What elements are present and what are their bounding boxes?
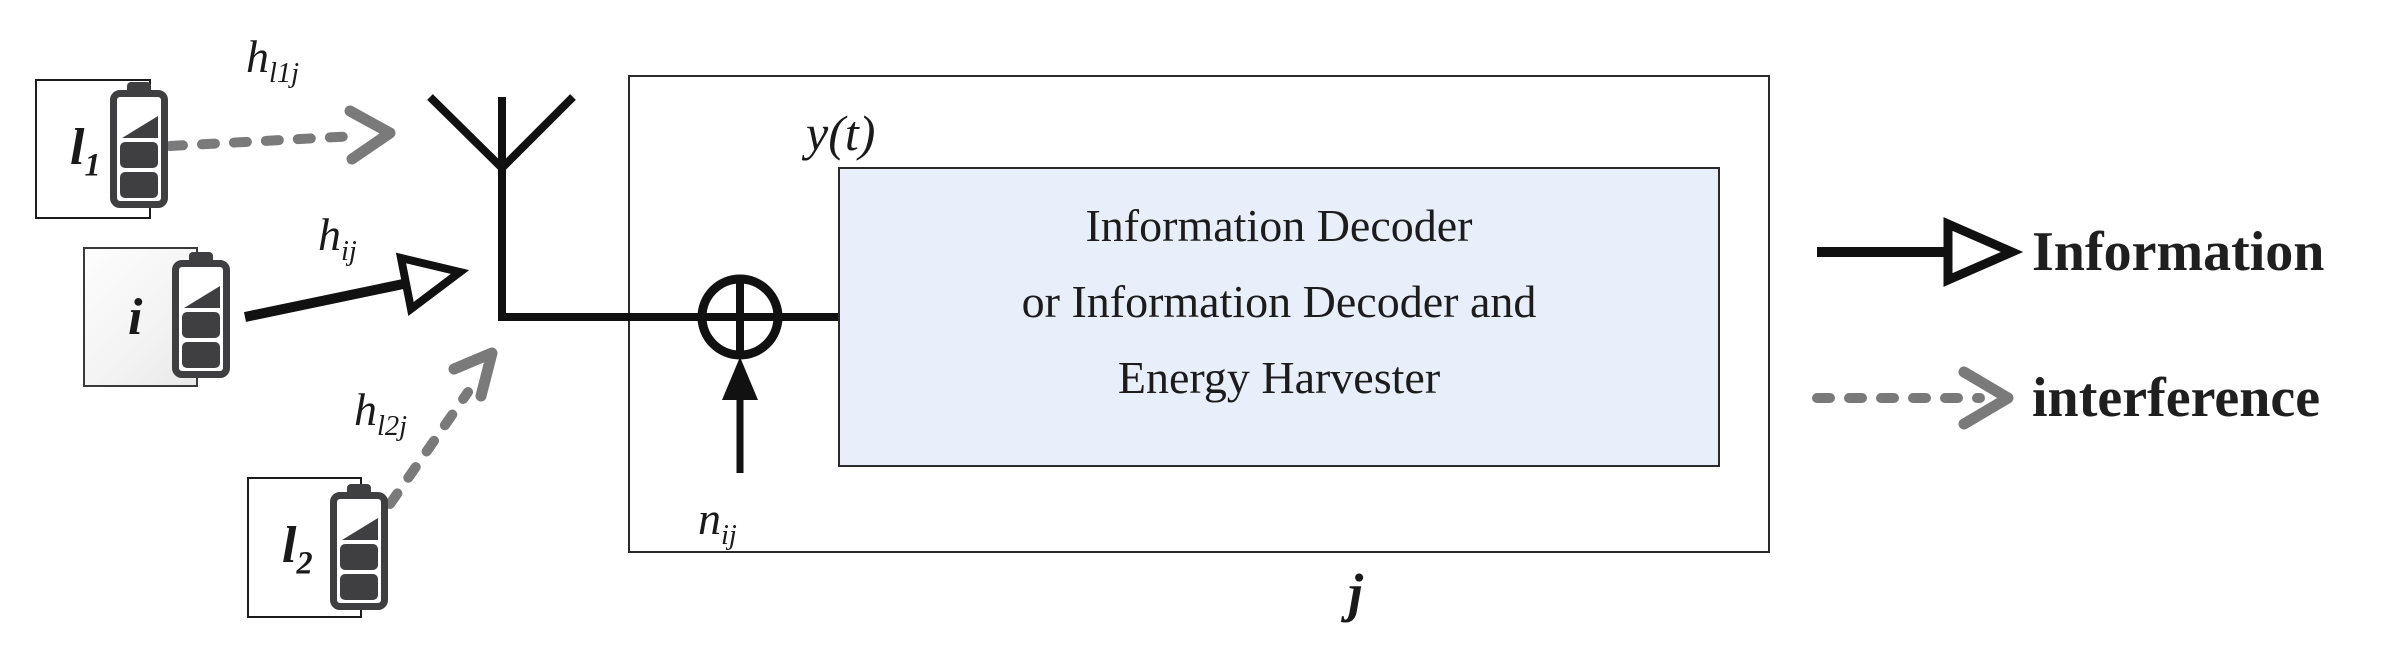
decoder-energy-harvester-box: Information Decoder or Information Decod…: [838, 167, 1720, 467]
battery-segment: [340, 574, 378, 600]
legend-label-interference: interference: [2032, 367, 2321, 429]
battery-charge-wedge: [184, 286, 220, 308]
channel-label-main: h: [246, 31, 269, 82]
node-label-l1: l1: [70, 122, 101, 181]
channel-label-h-l1j: hl1j: [246, 34, 299, 88]
interference-arrow-l2-icon: [385, 347, 498, 509]
decoder-text-line: or Information Decoder and: [1021, 276, 1537, 327]
receiver-node-label-j: j: [1348, 563, 1364, 623]
node-label-main: l: [282, 517, 297, 574]
information-arrow-i-icon: [243, 252, 470, 322]
battery-cap: [127, 82, 151, 91]
antenna-icon: [427, 94, 838, 321]
channel-label-sub: l2j: [377, 410, 408, 442]
battery-icon-l2: [330, 484, 388, 610]
battery-cap: [347, 484, 371, 493]
node-label-sub: 2: [296, 544, 313, 581]
sum-node-icon: [697, 274, 783, 360]
node-label-main: l: [70, 119, 85, 176]
decoder-text-line: Information Decoder: [1085, 200, 1473, 251]
noise-arrow-icon: [722, 357, 758, 473]
noise-label-nij: nij: [698, 496, 737, 550]
battery-segment: [182, 342, 220, 368]
channel-label-main: h: [354, 384, 377, 435]
channel-label-h-ij: hij: [318, 212, 357, 266]
channel-label-h-l2j: hl2j: [354, 387, 407, 441]
battery-cap: [189, 252, 213, 261]
received-signal-label: y(t): [806, 105, 876, 161]
channel-label-sub: l1j: [269, 57, 300, 89]
battery-segment: [340, 544, 378, 570]
battery-icon-l1: [110, 82, 168, 208]
channel-label-main: h: [318, 209, 341, 260]
battery-segment: [120, 172, 158, 198]
legend-interference-arrow-icon: [1812, 366, 2014, 430]
node-label-sub: 1: [84, 146, 101, 183]
node-label-i: i: [128, 292, 142, 344]
legend-information-arrow-icon: [1817, 217, 2024, 287]
channel-label-sub: ij: [341, 235, 357, 267]
battery-segment: [120, 142, 158, 168]
noise-label-sub: ij: [721, 519, 737, 551]
node-label-l2: l2: [282, 520, 313, 579]
battery-charge-wedge: [342, 518, 378, 540]
interference-arrow-l1-icon: [165, 105, 396, 165]
node-label-main: i: [128, 289, 143, 346]
battery-icon-i: [172, 252, 230, 378]
noise-label-main: n: [698, 493, 721, 544]
legend-label-information: Information: [2032, 221, 2325, 283]
battery-charge-wedge: [122, 116, 158, 138]
battery-segment: [182, 312, 220, 338]
decoder-text-line: Energy Harvester: [1117, 352, 1441, 403]
